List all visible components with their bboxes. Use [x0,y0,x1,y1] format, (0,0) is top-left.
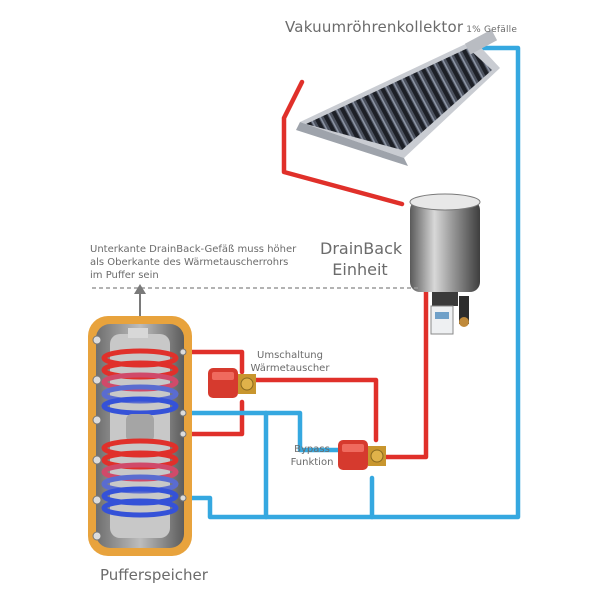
drainback-vessel [409,193,481,335]
drainback-pump [459,296,469,324]
height-note: Unterkante DrainBack-Gefäß muss höher al… [90,243,310,282]
pipe-switch-to-bypass [253,377,379,443]
upper-heat-exchanger-coil [101,348,179,416]
buffer-tank [88,316,192,556]
switch-label-line1: Umschaltung [257,350,323,361]
bypass-label-line2: Funktion [290,457,334,468]
lower-heat-exchanger-coil [101,438,179,518]
height-note-line1: Unterkante DrainBack-Gefäß muss höher [90,244,297,255]
pipe-drainback-to-bypass [377,289,429,460]
bypass-label: Bypass Funktion [282,443,342,469]
height-note-line2: als Oberkante des Wärmetauscherrohrs [90,257,289,268]
switching-valve [208,368,256,398]
bypass-label-line1: Bypass [294,444,330,455]
height-note-line3: im Puffer sein [90,270,159,281]
cold-pipes [183,45,521,520]
drainback-label-line1: DrainBack [320,239,403,258]
pipe-bypass-left [263,410,353,453]
hot-pipes [183,79,429,460]
switch-label-line2: Wärmetauscher [250,363,330,374]
tank-label: Pufferspeicher [100,566,208,584]
collector-name: Vakuumröhrenkollektor [285,18,464,36]
pipe-switch-to-tank-lower [183,399,245,437]
bypass-valve [338,440,386,470]
drainback-label-line2: Einheit [332,260,388,279]
pipe-collector-return [183,45,521,520]
switch-label: Umschaltung Wärmetauscher [245,349,335,375]
controller-box [430,305,454,335]
slope-label: 1% Gefälle [466,25,518,35]
drainback-label: DrainBack Einheit [320,238,403,280]
pipe-switch-to-tank-upper [183,349,245,375]
pipe-tank-bottom-return [183,495,269,520]
pipe-collector-to-drainback [281,79,405,207]
vacuum-tube-collector [296,29,500,166]
